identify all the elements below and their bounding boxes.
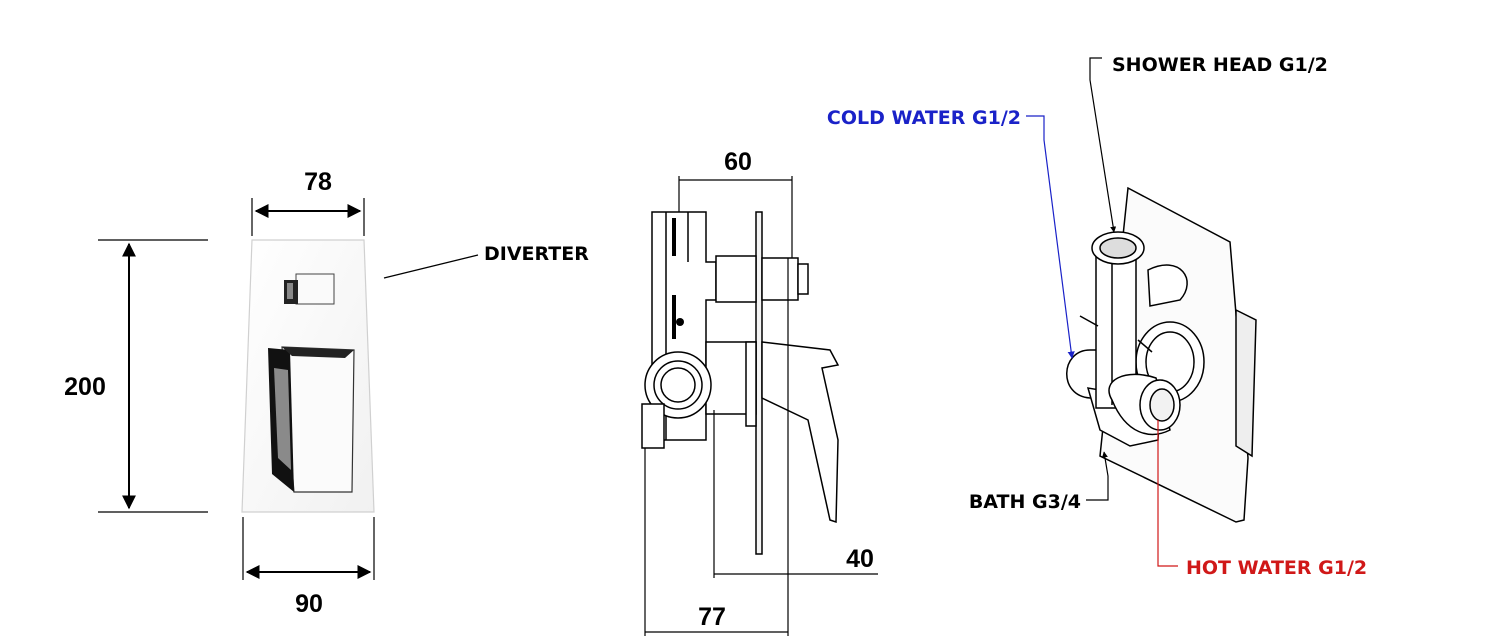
dim-width-bottom-label: 90 (295, 590, 323, 618)
cold-water-label: COLD WATER G1/2 (827, 107, 1021, 129)
dim-width-bottom: 90 (242, 517, 375, 618)
main-handle (268, 346, 355, 493)
dim-depth-total-label: 77 (698, 603, 726, 631)
dim-width-top-label: 78 (304, 168, 332, 196)
dim-height: 200 (64, 239, 208, 513)
side-lever (761, 341, 840, 524)
dim-depth-top (678, 176, 793, 258)
iso-view (1066, 186, 1257, 523)
dim-height-label: 200 (64, 373, 106, 401)
side-view (641, 176, 878, 636)
diverter-label: DIVERTER (484, 243, 589, 265)
dim-width-top: 78 (251, 168, 365, 236)
diverter-callout: DIVERTER (383, 243, 589, 279)
dim-depth-handle (713, 410, 878, 578)
dim-depth-top-label: 60 (724, 148, 752, 176)
hot-water-label: HOT WATER G1/2 (1186, 557, 1367, 579)
bath-label: BATH G3/4 (969, 491, 1081, 513)
dim-depth-handle-label: 40 (846, 545, 874, 573)
dim-depth-total (644, 258, 789, 636)
front-view: 78 200 90 DIVERTER (64, 168, 589, 618)
iso-leaders (1026, 57, 1178, 567)
shower-head-label: SHOWER HEAD G1/2 (1112, 54, 1328, 76)
diverter-knob (284, 273, 335, 305)
side-plate (755, 211, 763, 555)
